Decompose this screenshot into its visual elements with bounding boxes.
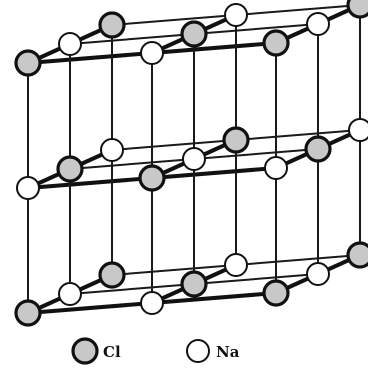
sodium-ion	[264, 156, 288, 180]
bond-horizontal	[235, 129, 361, 141]
sodium-ion	[306, 262, 330, 286]
bond-horizontal	[69, 33, 195, 45]
sodium-ion	[306, 12, 330, 36]
bond-horizontal	[150, 291, 278, 305]
chloride-ion	[180, 20, 208, 48]
chloride-ion	[56, 155, 84, 183]
sodium-ion	[100, 138, 124, 162]
chloride-ion	[346, 0, 368, 19]
chloride-ion	[262, 279, 290, 307]
sodium-ion	[58, 32, 82, 56]
sodium-ion	[224, 3, 248, 27]
legend-label-na: Na	[216, 343, 240, 361]
bond-horizontal	[193, 273, 319, 285]
legend-label-cl: Cl	[103, 343, 121, 361]
chloride-ion-icon	[71, 337, 99, 365]
chloride-ion	[262, 29, 290, 57]
bond-horizontal	[111, 264, 237, 276]
sodium-ion	[140, 41, 164, 65]
sodium-ion	[182, 147, 206, 171]
chloride-ion	[346, 241, 368, 269]
sodium-ion	[16, 176, 40, 200]
bond-horizontal	[193, 23, 319, 35]
sodium-ion-icon	[186, 339, 210, 363]
legend-item-cl: Cl	[71, 337, 121, 365]
lattice-atoms	[14, 0, 368, 327]
legend-item-na: Na	[186, 339, 240, 363]
bond-horizontal	[235, 4, 361, 16]
sodium-ion	[224, 253, 248, 277]
bond-horizontal	[235, 254, 361, 266]
chloride-ion	[98, 11, 126, 39]
sodium-ion	[140, 291, 164, 315]
chloride-ion	[180, 270, 208, 298]
bond-horizontal	[150, 166, 278, 180]
chloride-ion	[14, 49, 42, 77]
chloride-ion	[304, 135, 332, 163]
bond-horizontal	[69, 158, 195, 170]
bond-horizontal	[26, 301, 154, 315]
bond-horizontal	[150, 41, 278, 55]
chloride-ion	[222, 126, 250, 154]
sodium-ion	[348, 118, 368, 142]
bond-horizontal	[193, 148, 319, 160]
chloride-ion	[14, 299, 42, 327]
chloride-ion	[138, 164, 166, 192]
bond-horizontal	[26, 51, 154, 65]
bond-horizontal	[26, 176, 154, 190]
bond-horizontal	[111, 14, 237, 26]
bond-horizontal	[111, 139, 237, 151]
chloride-ion	[98, 261, 126, 289]
bond-horizontal	[69, 283, 195, 295]
sodium-ion	[58, 282, 82, 306]
legend: Cl Na	[71, 337, 240, 365]
